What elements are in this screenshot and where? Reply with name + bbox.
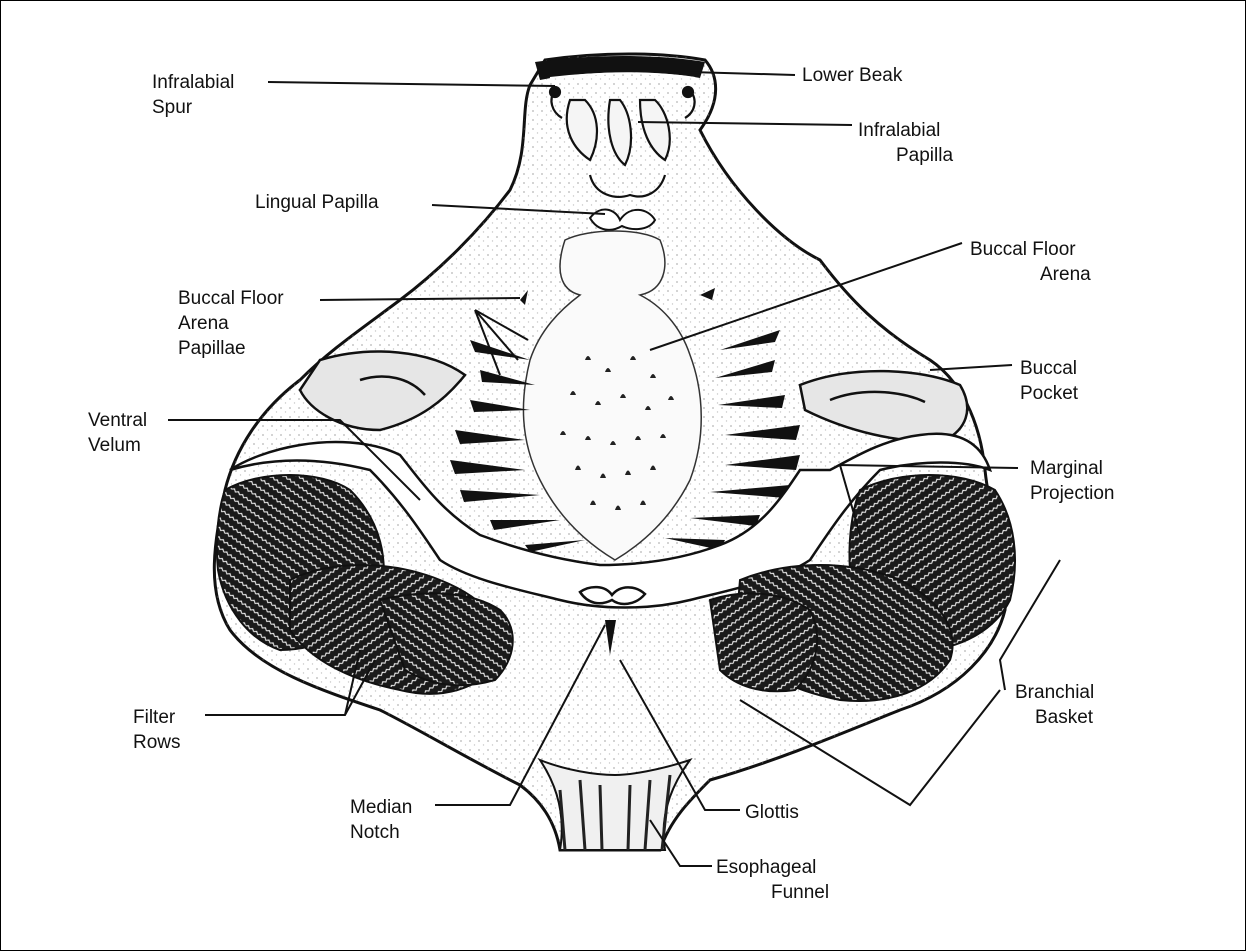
label-lower-beak: Lower Beak xyxy=(802,63,902,88)
label-lingual-papilla: Lingual Papilla xyxy=(255,190,379,215)
label-glottis: Glottis xyxy=(745,800,799,825)
